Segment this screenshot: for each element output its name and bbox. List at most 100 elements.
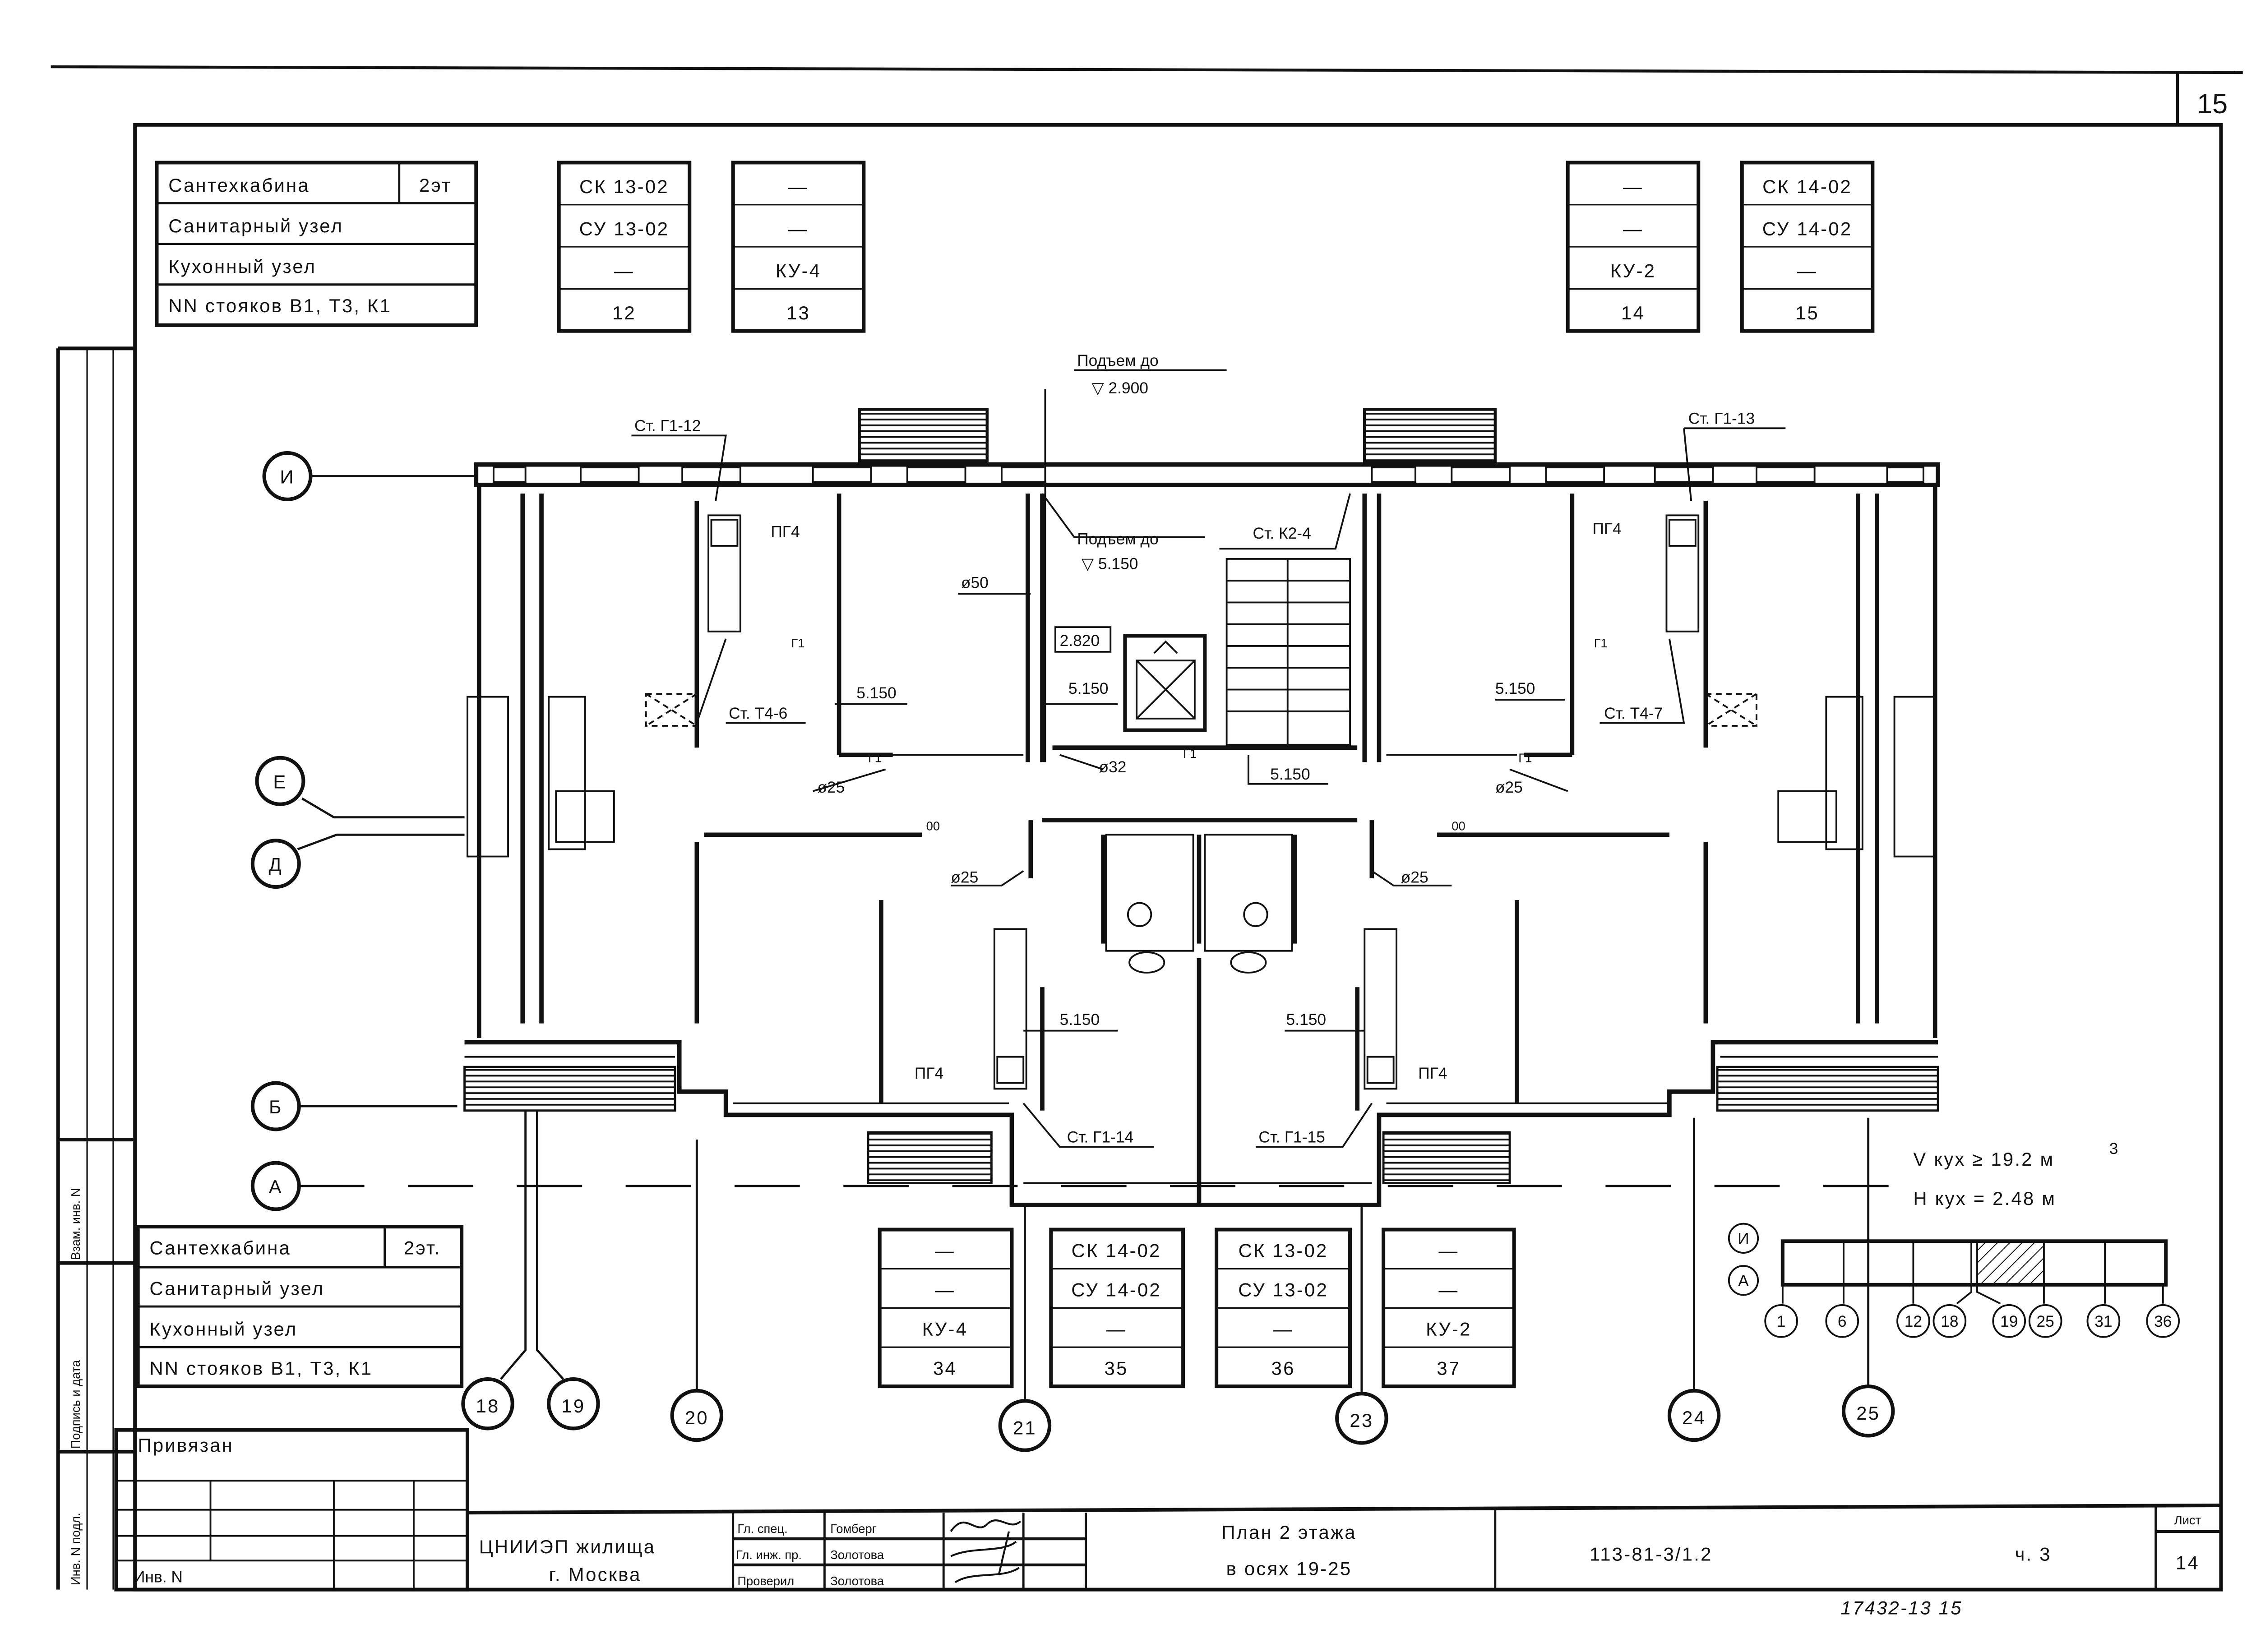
margin-stamp: Взам. инв. N Подпись и дата Инв. N подл.: [56, 346, 135, 1590]
riser-table-36: СК 13-02 СУ 13-02 — 36: [1215, 1227, 1352, 1389]
stamp-replaced-inv: Взам. инв. N: [69, 1188, 83, 1260]
role: Проверил: [737, 1574, 794, 1588]
riser-cell: 15: [1795, 302, 1819, 323]
axis-i: И: [280, 466, 295, 488]
stamp-signature-date: Подпись и дата: [69, 1360, 83, 1449]
axis-25: 25: [1856, 1403, 1880, 1424]
balcony: [858, 408, 989, 463]
role: Гл. спец.: [737, 1522, 787, 1536]
cabin-cell: —: [1438, 1240, 1459, 1261]
legend-row-cabin: Сантехкабина: [149, 1237, 291, 1258]
sanitary-cell: —: [788, 218, 809, 239]
axis-20: 20: [685, 1407, 709, 1428]
riser-table-12: СК 13-02 СУ 13-02 — 12: [557, 161, 692, 333]
signatures: [950, 1519, 1022, 1583]
column-axes: [500, 1110, 1870, 1401]
room-pg4: ПГ4: [771, 523, 800, 541]
elevation-5150: 5.150: [1068, 680, 1109, 697]
balcony: [867, 1131, 993, 1185]
kitchen-cell: КУ-2: [1610, 260, 1656, 281]
kitchen-height: H кух = 2.48 м: [1913, 1188, 2056, 1209]
sanitary-cell: СУ 13-02: [1238, 1279, 1328, 1301]
sheet-title: План 2 этажа: [1221, 1522, 1356, 1543]
sheet-frame: 15 17432-13 15: [51, 65, 2243, 1618]
pipe-d50: ø50: [961, 574, 989, 591]
axis-d: Д: [269, 854, 283, 875]
kitchen-cell: —: [614, 260, 634, 281]
room-pg4: ПГ4: [1418, 1065, 1447, 1082]
axis-24: 24: [1682, 1407, 1706, 1428]
pipe-d25: ø25: [817, 779, 845, 796]
cabin-cell: —: [788, 176, 809, 197]
axis-bubble: [262, 451, 313, 501]
key-col: 12: [1905, 1313, 1922, 1330]
pipe-d32: ø32: [1099, 758, 1127, 776]
legend-bottom-left: Сантехкабина 2эт. Санитарный узел Кухонн…: [136, 1225, 464, 1389]
loggia: [463, 1066, 676, 1112]
legend-row-cabin: Сантехкабина: [168, 175, 310, 196]
name: Гомберг: [830, 1522, 876, 1536]
legend-floor: 2эт.: [404, 1237, 441, 1258]
riser-cell: 34: [933, 1357, 957, 1379]
org-name: ЦНИИЭП жилища: [479, 1536, 656, 1557]
sheet-number: 14: [2176, 1552, 2200, 1574]
riser-t4-7-label: Ст. Т4-7: [1604, 705, 1663, 722]
archive-number: 17432-13 15: [1841, 1597, 1963, 1618]
kitchen-cell: —: [1273, 1318, 1294, 1339]
legend-top-left: Сантехкабина 2эт Санитарный узел Кухонны…: [155, 161, 478, 327]
axis-b: Б: [269, 1096, 283, 1117]
rise-mark-1: ▽ 2.900: [1091, 379, 1148, 397]
key-col: 31: [2094, 1313, 2112, 1330]
cabin-cell: СК 13-02: [579, 176, 669, 197]
room-pg4: ПГ4: [1592, 520, 1621, 538]
pipe-d25: ø25: [1401, 868, 1428, 886]
key-col: 1: [1777, 1313, 1786, 1330]
rise-label-1: Подъем до: [1077, 352, 1158, 369]
rise-mark-2: ▽ 5.150: [1082, 555, 1138, 572]
role: Гл. инж. пр.: [736, 1548, 802, 1562]
axis-21: 21: [1013, 1417, 1037, 1438]
axis-23: 23: [1350, 1410, 1373, 1431]
riser-g1-13-label: Ст. Г1-13: [1688, 410, 1755, 428]
elevation-5150: 5.150: [1495, 680, 1535, 697]
riser-table-35: СК 14-02 СУ 14-02 — 35: [1049, 1227, 1185, 1389]
inv-label: Инв. N: [134, 1569, 183, 1586]
legend-row-risers: NN стояков В1, Т3, К1: [149, 1357, 373, 1379]
sheet-subtitle: в осях 19-25: [1226, 1558, 1352, 1579]
label-00: 00: [1452, 819, 1465, 833]
legend-row-sanitary: Санитарный узел: [149, 1278, 324, 1299]
balcony: [1382, 1131, 1511, 1185]
rise-label-2: Подъем до: [1077, 531, 1158, 548]
row-axes: И Е Д Б А: [250, 451, 1902, 1211]
sanitary-cell: —: [1623, 218, 1643, 239]
legend-row-risers: NN стояков В1, Т3, К1: [168, 295, 392, 316]
name: Золотова: [830, 1548, 884, 1562]
riser-cell: 14: [1621, 302, 1645, 323]
riser-table-15: СК 14-02 СУ 14-02 — 15: [1740, 161, 1875, 333]
riser-g1-12-label: Ст. Г1-12: [634, 417, 701, 435]
pipe-d25: ø25: [1495, 779, 1523, 796]
key-col: 18: [1941, 1313, 1958, 1330]
riser-k2-4-label: Ст. К2-4: [1253, 525, 1311, 542]
riser-table-37: — — КУ-2 37: [1382, 1227, 1516, 1389]
riser-t4-6-label: Ст. Т4-6: [729, 705, 787, 722]
sanitary-cell: СУ 14-02: [1762, 218, 1853, 239]
riser-g1-14-label: Ст. Г1-14: [1067, 1129, 1133, 1146]
pipe-g1: Г1: [1183, 747, 1197, 761]
riser-table-13: — — КУ-4 13: [731, 161, 866, 333]
legend-floor: 2эт: [419, 175, 452, 196]
legend-row-kitchen: Кухонный узел: [168, 256, 316, 277]
balcony: [1363, 408, 1497, 463]
riser-cell: 36: [1271, 1357, 1295, 1379]
riser-cell: 37: [1437, 1357, 1461, 1379]
sheet-label: Лист: [2174, 1513, 2201, 1527]
cabin-cell: СК 13-02: [1239, 1240, 1328, 1261]
cabin-cell: СК 14-02: [1072, 1240, 1161, 1261]
riser-cell: 35: [1105, 1357, 1128, 1379]
pipe-g1: Г1: [868, 751, 882, 765]
pipe-g1: Г1: [1518, 751, 1532, 765]
kitchen-cell: КУ-4: [776, 260, 821, 281]
key-col: 36: [2154, 1313, 2172, 1330]
kitchen-volume: V кух ≥ 19.2 м: [1913, 1149, 2054, 1170]
label-00: 00: [926, 819, 940, 833]
